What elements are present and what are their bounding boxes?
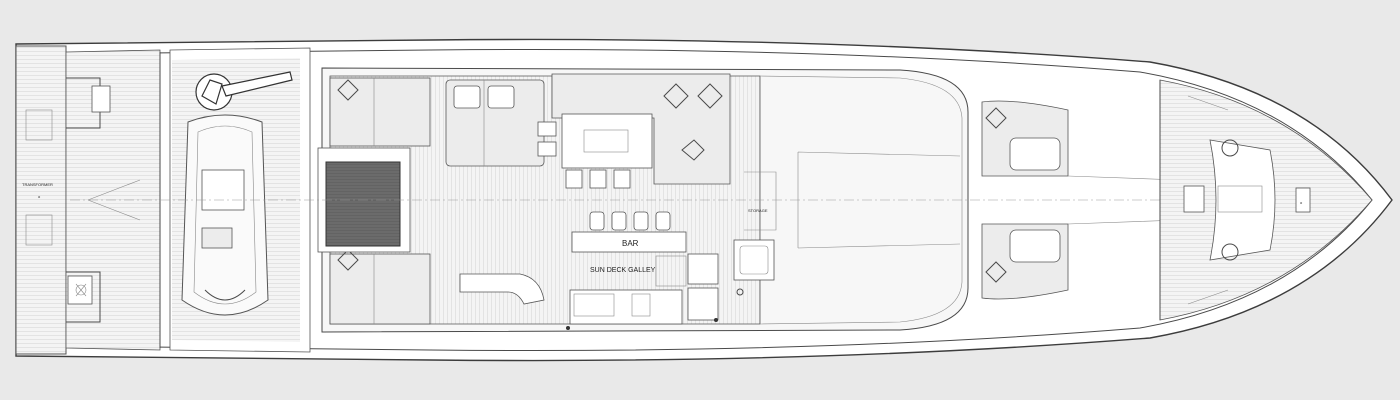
aft-locker-lower-ring — [75, 284, 87, 296]
aft-centerline-arrow — [87, 179, 141, 221]
coffee-table — [325, 161, 401, 247]
bow-hatch — [1183, 185, 1205, 213]
tender-seat — [201, 227, 233, 249]
dining-chair-2 — [589, 169, 607, 189]
dining-chair-4 — [537, 121, 557, 137]
label-sun-deck-galley: SUN DECK GALLEY — [590, 267, 656, 274]
swim-platform — [15, 45, 67, 355]
dining-chair-5 — [537, 141, 557, 157]
sunpad-pillow-right — [487, 85, 515, 109]
bow-rail-upper — [1187, 95, 1229, 111]
label-transformer: TRANSFORMER — [22, 182, 53, 187]
bow-rail-lower — [1187, 289, 1229, 305]
dining-table — [561, 113, 653, 169]
galley-fridge-1 — [687, 253, 719, 285]
cushion-diamond-5 — [985, 107, 1007, 129]
windlass-upper — [1221, 139, 1239, 157]
windlass-plate — [1209, 139, 1276, 261]
cushion-diamond-6 — [985, 261, 1007, 283]
platform-marker: o — [38, 194, 41, 199]
bow-cleat — [1295, 187, 1311, 213]
bar-stool-4 — [655, 211, 671, 231]
tender-inner — [193, 125, 257, 305]
bar-counter — [571, 231, 687, 253]
chain-locker — [1217, 185, 1263, 213]
dining-table-center — [583, 129, 629, 153]
foredeck-pad-upper-headrest — [1009, 137, 1061, 171]
dining-chair-3 — [613, 169, 631, 189]
aft-locker-lower — [67, 275, 93, 305]
bar-stool-1 — [589, 211, 605, 231]
bar-stool-2 — [611, 211, 627, 231]
aft-stair-lower — [66, 271, 101, 323]
sunpad-pillow-left — [453, 85, 481, 109]
galley-fridge-2 — [687, 287, 719, 321]
galley-appliance-3 — [655, 255, 687, 287]
galley-post-1 — [566, 326, 570, 330]
galley-appliance-1 — [573, 293, 615, 317]
galley-appliance-2 — [631, 293, 651, 317]
dining-sofa-corner — [681, 139, 705, 161]
cushion-diamond-2 — [337, 249, 359, 271]
aft-sofa-bottom — [329, 253, 431, 325]
platform-hatch-lower — [25, 214, 53, 246]
windlass-lower — [1221, 243, 1239, 261]
platform-hatch-upper — [25, 109, 53, 141]
cushion-diamond-1 — [337, 79, 359, 101]
galley-counter — [569, 289, 683, 325]
aft-locker-upper — [91, 85, 111, 113]
aft-sofa-top — [329, 77, 431, 147]
sink-drain — [736, 288, 744, 296]
cushion-diamond-3 — [663, 83, 689, 109]
foredeck-pad-lower-headrest — [1009, 229, 1061, 263]
label-storage: STORAGE — [748, 208, 768, 213]
bow-cleat-mark: o — [1300, 200, 1303, 205]
bar-stool-3 — [633, 211, 649, 231]
dining-sofa — [551, 73, 731, 185]
tender-bow — [204, 289, 246, 301]
label-bar: BAR — [622, 239, 639, 248]
storage-hatch — [744, 171, 777, 231]
crane-boom — [221, 71, 293, 97]
galley-post-2 — [714, 318, 718, 322]
dining-chair-1 — [565, 169, 583, 189]
crane-arm — [201, 79, 223, 105]
sink-bowl — [739, 245, 769, 275]
tender-console — [201, 169, 245, 211]
stairs — [459, 273, 545, 305]
tender-hull — [181, 114, 269, 316]
cushion-diamond-4 — [697, 83, 723, 109]
